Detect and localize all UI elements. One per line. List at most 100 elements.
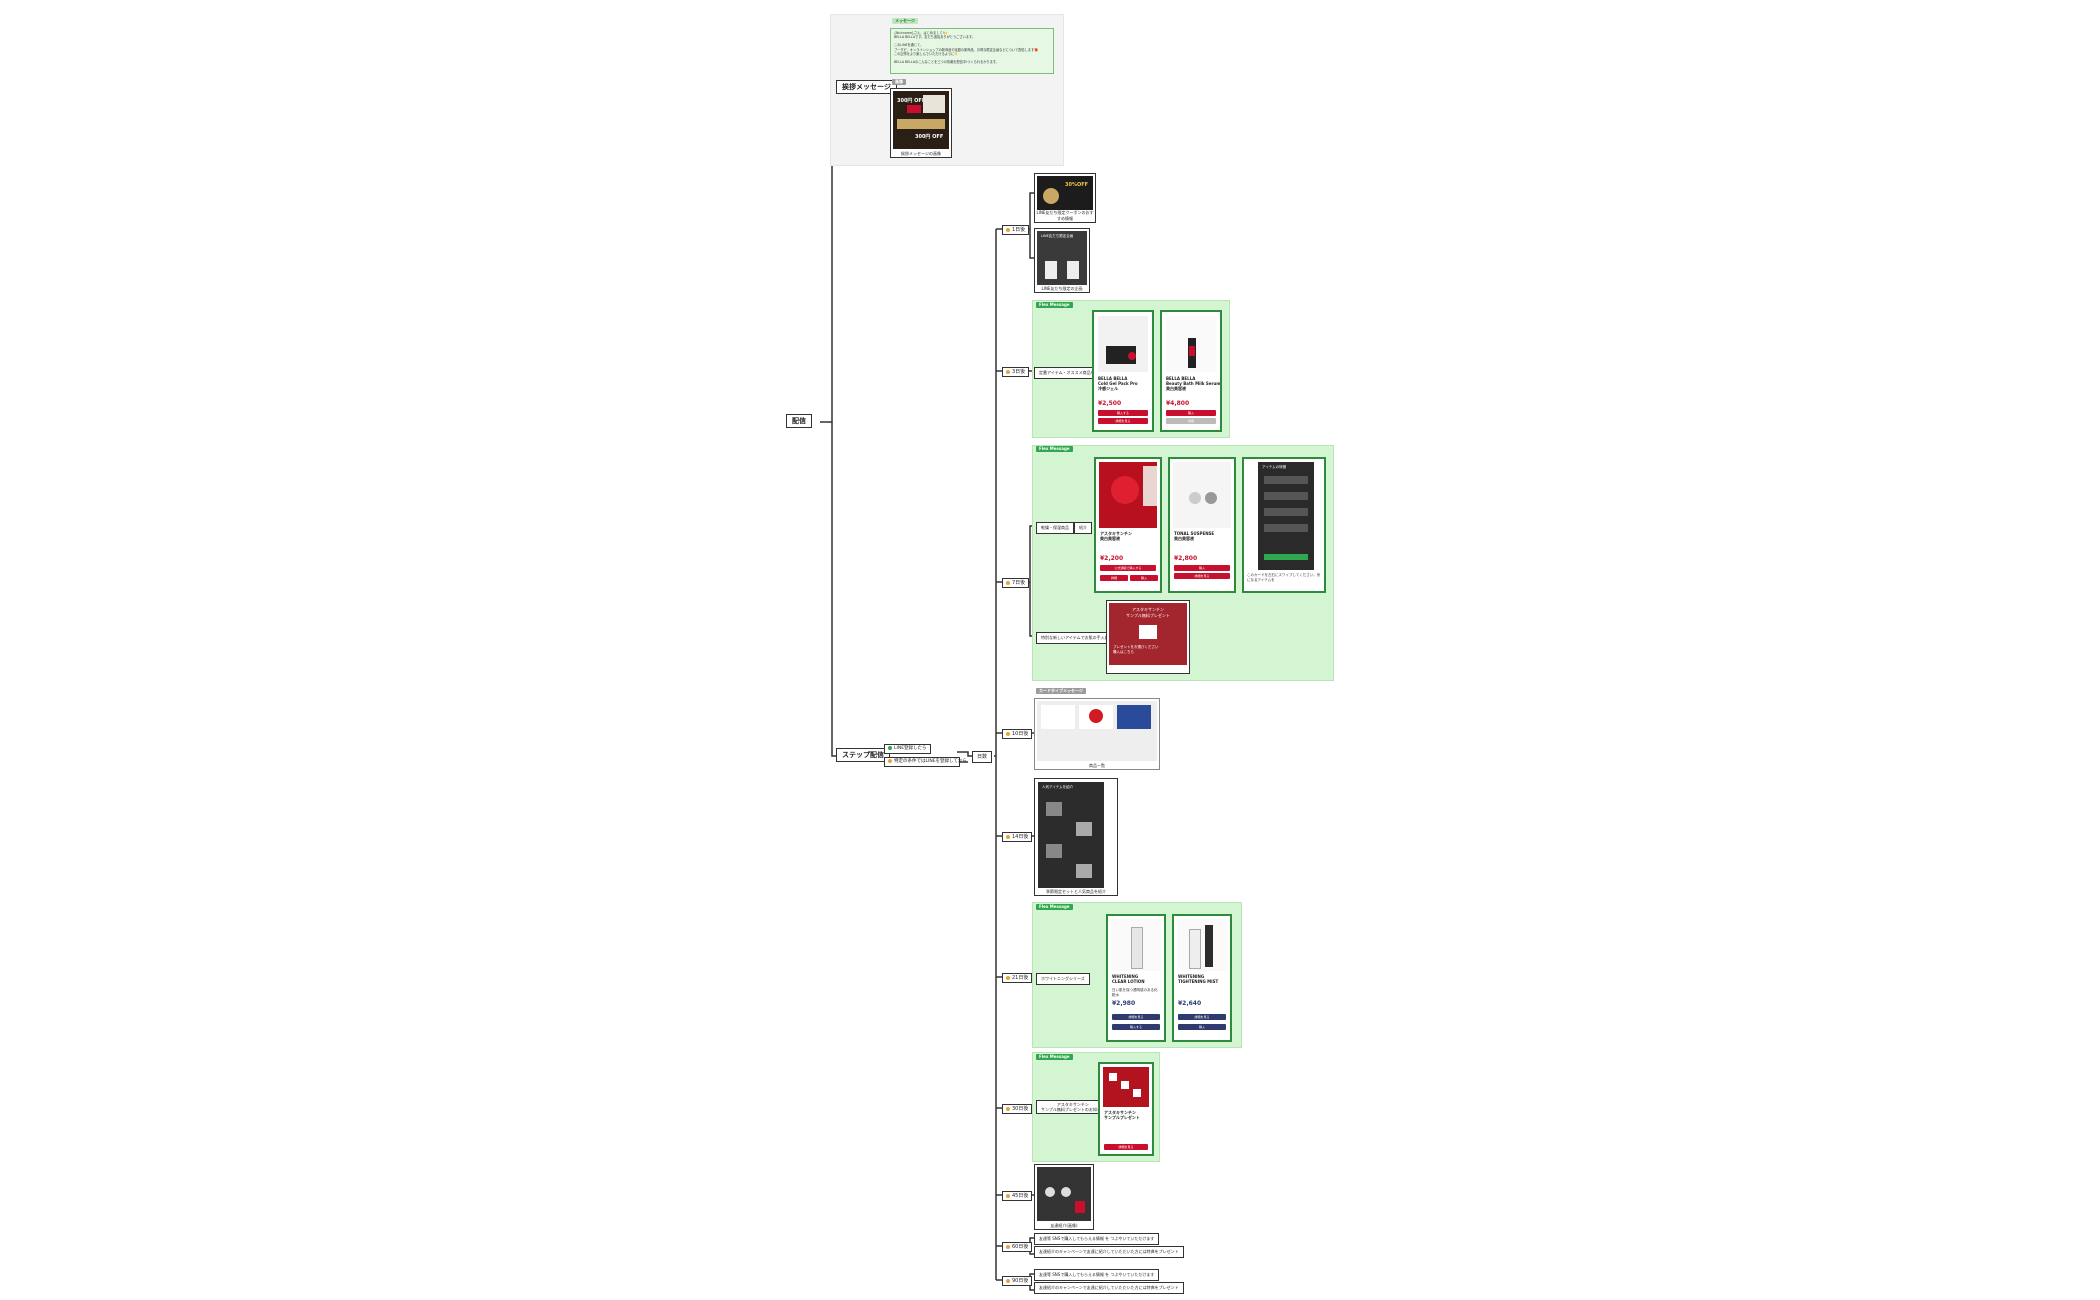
day7-branch-1b[interactable]: 紹介 [1074,522,1092,534]
gift-icon [1043,188,1059,204]
day3-buy-button-1[interactable]: 購入する [1098,410,1148,416]
day30-branch[interactable]: アスタキサンチン サンプル無料プレゼントのお知らせ [1036,1100,1110,1114]
day21-product-card-2[interactable]: WHITENING TIGHTENING MIST ¥2,640 詳細を見る 購… [1172,914,1232,1042]
person-icon [1045,1187,1055,1197]
product-thumb [1046,802,1062,816]
sample-tile [1133,1089,1141,1097]
status-dot-icon [1006,834,1010,839]
day-node-7[interactable]: 30日後 [1002,1104,1033,1114]
condition-1[interactable]: LINE登録したら [884,744,931,754]
phone-icon [1067,261,1079,279]
day30-flex-tag: Flex Message [1036,1054,1073,1060]
day7-feature-card[interactable]: アイテムの特徴 このカードを左右にスワイプしてください。気になるアイテムを [1242,457,1326,593]
day3-product-card-1[interactable]: BELLA BELLA Cold Gel Pack Pro 冷感ジェル ¥2,5… [1092,310,1154,432]
sample-image [1103,1067,1149,1107]
day7-branch-1[interactable]: 乾燥・保湿商品 [1036,522,1074,534]
day30-detail-button[interactable]: 詳細を見る [1104,1144,1148,1150]
step-node[interactable]: ステップ配信 [836,748,890,762]
day14-caption: 季節限定セットと人気商品を紹介 [1035,889,1117,895]
day10-carousel-card[interactable]: 商品一覧 [1034,698,1160,770]
gift-box [923,95,945,113]
greeting-image-caption: 挨拶メッセージの画像 [891,151,951,157]
product-thumb [1076,864,1092,878]
sample-tile [1109,1073,1117,1081]
day14-image: 人気アイテムを紹介 [1038,782,1104,888]
day7-buy-button-2[interactable]: 購入 [1174,565,1230,571]
day-node-2[interactable]: 3日後 [1002,367,1030,377]
gift-icon [1075,1201,1085,1213]
condition-2[interactable]: 特定の条件ではLINEを登録してから [884,757,967,767]
day21-branch[interactable]: ホワイトニングシリーズ [1036,973,1090,985]
product-bottle [1205,925,1213,967]
root-node[interactable]: 配信 [786,414,812,428]
day60-line-1[interactable]: 友達等 SNSで購入してもらえる情報 を つぶやいていただけます [1034,1233,1160,1245]
status-dot-icon [1006,731,1010,736]
day-node-3[interactable]: 7日後 [1002,578,1030,588]
message-line: この記事をより楽しんでいただけるように👇 [894,51,959,56]
day7-purchase-button-1[interactable]: 購入 [1130,575,1158,581]
feature-image: アイテムの特徴 [1258,462,1314,570]
greeting-image-card[interactable]: 300円 OFF 300円 OFF 挨拶メッセージの画像 [890,88,952,158]
day30-sample-card[interactable]: アスタキサンチン サンプルプレゼント 詳細を見る [1098,1062,1154,1156]
day3-detail-button-2[interactable]: 詳細 [1166,418,1216,424]
day3-product-card-2[interactable]: BELLA BELLA Beauty Bath Milk Serum 美白美容液… [1160,310,1222,432]
day-node-8[interactable]: 45日後 [1002,1191,1033,1201]
day21-buy-button-2[interactable]: 購入 [1178,1024,1226,1030]
carousel-tile [1117,705,1151,729]
greeting-message-card[interactable]: {Nickname}さん、はじめまして!🙌BELLA BELLAです。友だち追加… [890,28,1054,74]
day45-caption: 友達紹介(画像) [1035,1223,1093,1229]
sample-tile [1121,1081,1129,1089]
day-node-1[interactable]: 1日後 [1002,225,1030,235]
product-thumb [1046,844,1062,858]
coupon-band [897,119,945,129]
day14-image-card[interactable]: 人気アイテムを紹介 季節限定セットと人気商品を紹介 [1034,778,1118,896]
day21-buy-button-1[interactable]: 購入する [1112,1024,1160,1030]
day90-line-2[interactable]: 友達紹介のキャンペーンで友達に紹介していただいた方には特典をプレゼント [1034,1282,1184,1294]
day1-plan-image: LINE友だち限定企画 [1037,231,1087,285]
day7-detail-button-1[interactable]: 詳細 [1100,575,1128,581]
day-node-4[interactable]: 10日後 [1002,729,1033,739]
day1-coupon-image: 30%OFF [1037,176,1093,216]
day21-product-card-1[interactable]: WHITENING CLEAR LOTION 白い肌を保つ透明感のある化粧水 ¥… [1106,914,1166,1042]
status-dot-icon [1006,1244,1010,1249]
day21-detail-button-1[interactable]: 詳細を見る [1112,1014,1160,1020]
day7-sample-card[interactable]: アスタキサンチン サンプル無料プレゼント プレゼントをお選びください 購入はこち… [1106,600,1190,674]
day21-detail-button-2[interactable]: 詳細を見る [1178,1014,1226,1020]
day3-detail-button-1[interactable]: 詳細を見る [1098,418,1148,424]
day21-flex-tag: Flex Message [1036,904,1073,910]
phone-icon [1045,261,1057,279]
day7-buy-button-1[interactable]: 公式通販で購入する [1100,565,1156,571]
feature-row [1264,508,1308,516]
product-bottle [1131,927,1143,969]
day7-product-card-1[interactable]: アスタキサンチン 美白美容液 ¥2,200 公式通販で購入する 詳細 購入 [1094,457,1162,593]
message-line: このLINEを通じて、 [894,43,924,48]
day90-line-1[interactable]: 友達等 SNSで購入してもらえる情報 を つぶやいていただけます [1034,1269,1160,1281]
product-image [1173,462,1231,528]
product-cap [1128,352,1136,360]
image-tag: 画像 [892,79,906,85]
day3-buy-button-2[interactable]: 購入 [1166,410,1216,416]
carousel-image [1037,701,1157,761]
coupon-image: 300円 OFF 300円 OFF [893,91,949,149]
day-node-9[interactable]: 60日後 [1002,1242,1033,1252]
sample-image: アスタキサンチン サンプル無料プレゼント プレゼントをお選びください 購入はこち… [1109,603,1187,665]
day-node-10[interactable]: 90日後 [1002,1276,1033,1286]
product-bottle [1189,929,1201,969]
message-line: ブーダピ、オンラインショップの新商品や話題の新商品、お得な限定企画などについて配… [894,47,1039,52]
day7-detail-button-2[interactable]: 詳細を見る [1174,573,1230,579]
day-node-5[interactable]: 14日後 [1002,832,1033,842]
day45-image-card[interactable]: 友達紹介(画像) [1034,1164,1094,1230]
greeting-node[interactable]: 挨拶メッセージ [836,80,897,94]
feature-row [1264,492,1308,500]
day1-coupon-card[interactable]: 30%OFF LINE友だち限定クーポンのおすすめ情報 [1034,173,1096,223]
greeting-message-text: {Nickname}さん、はじめまして!🙌BELLA BELLAです。友だち追加… [894,31,1050,64]
timing-node[interactable]: 日数 [972,751,993,763]
day60-line-2[interactable]: 友達紹介のキャンペーンで友達に紹介していただいた方には特典をプレゼント [1034,1246,1184,1258]
feature-button [1264,554,1308,560]
day7-product-card-2[interactable]: TONAL SUSPENSE 美白美容液 ¥2,800 購入 詳細を見る [1168,457,1236,593]
red-sphere [1111,476,1139,504]
day10-caption: 商品一覧 [1035,763,1159,769]
product-thumb [1076,822,1092,836]
day-node-6[interactable]: 21日後 [1002,973,1033,983]
day1-plan-card[interactable]: LINE友だち限定企画 LINE友だち限定の企画 [1034,228,1090,293]
